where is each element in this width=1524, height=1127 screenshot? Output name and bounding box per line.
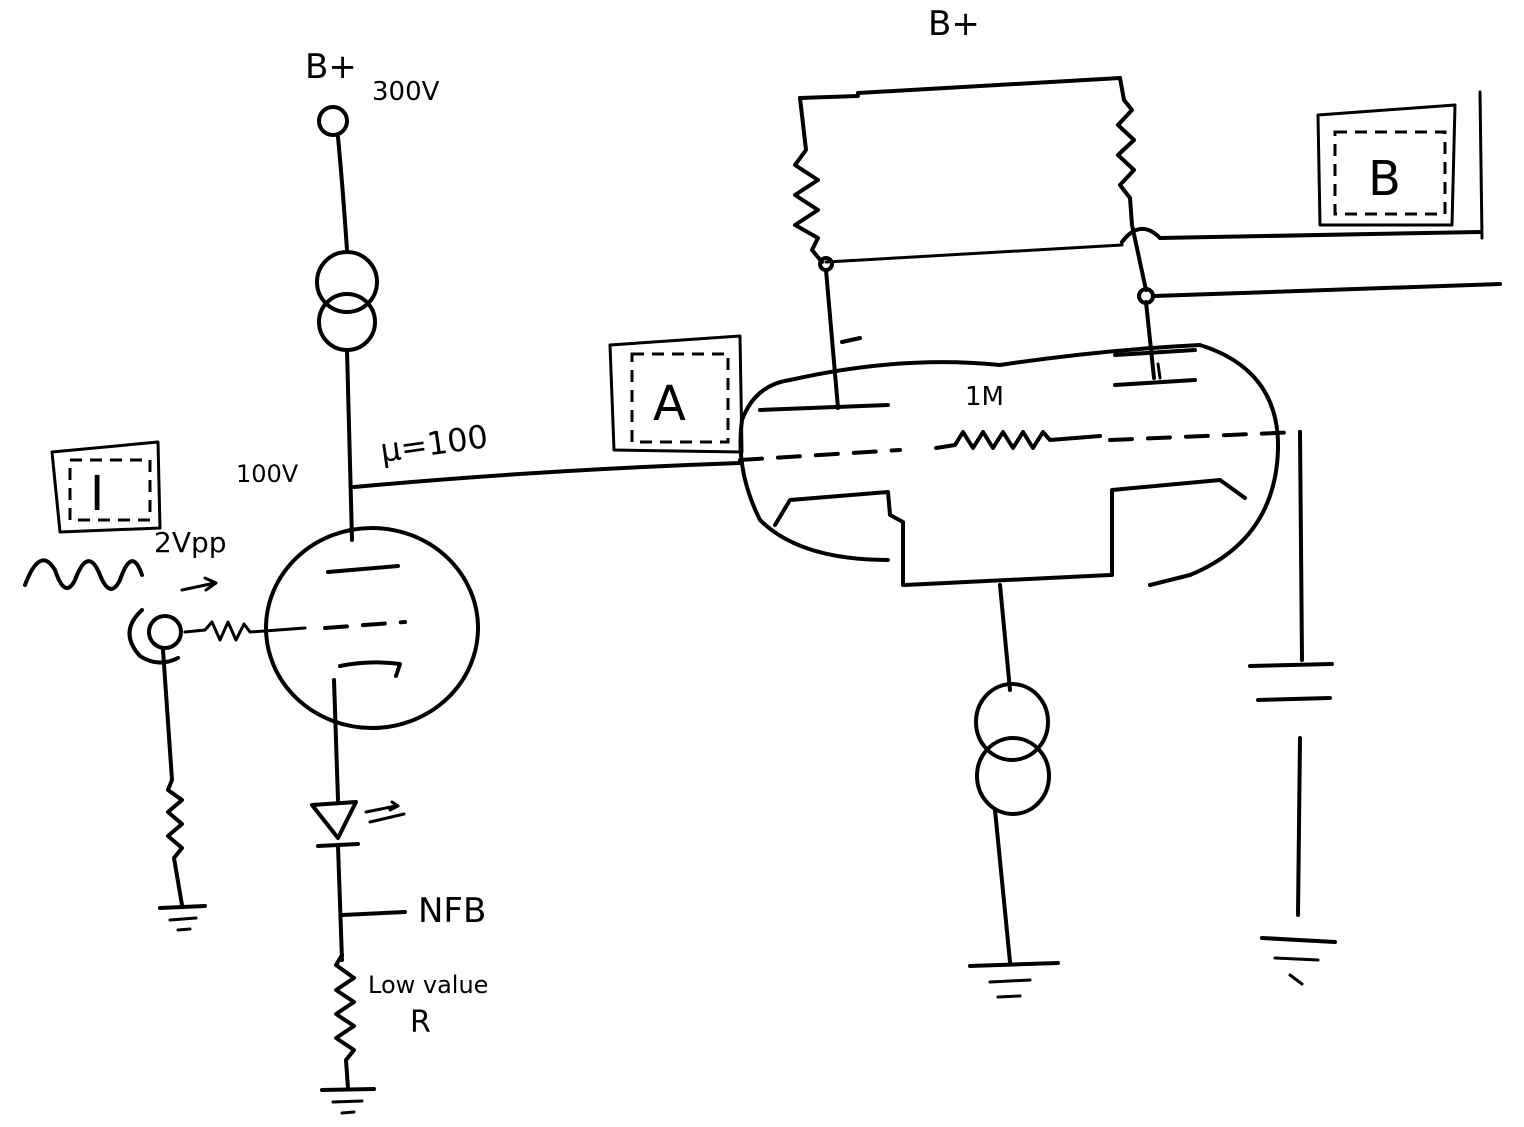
ground-symbol-tail (968, 961, 1060, 999)
bplus-left-voltage: 300V (372, 77, 440, 107)
double-triode (738, 343, 1281, 587)
arrow-icon (180, 576, 218, 592)
mu-label: μ=100 (378, 417, 490, 470)
right-stage: B+ 1M (738, 4, 1502, 999)
ground-symbol-cathode (320, 1087, 376, 1115)
bplus-left-label: B+ (305, 47, 357, 87)
nfb-label: NFB (418, 891, 486, 931)
plate-voltage-label: 100V (236, 460, 299, 488)
input-box: I (50, 440, 162, 534)
led-icon (310, 800, 406, 848)
triode-left (264, 526, 480, 730)
input-jack (147, 614, 183, 650)
sine-wave-icon (23, 558, 144, 591)
svg-text:A: A (653, 376, 686, 432)
cathode-resistor-r-label: R (410, 1005, 431, 1040)
ground-symbol-cap (1260, 936, 1337, 986)
svg-text:B: B (1368, 151, 1401, 207)
input-signal-label: 2Vpp (154, 526, 227, 559)
capacitor-icon (1248, 662, 1334, 702)
left-stage: B+ 300V 100V μ=100 2V (23, 47, 742, 1115)
svg-text:I: I (90, 466, 104, 522)
node-b-box: B (1316, 90, 1484, 240)
current-source-right (974, 682, 1051, 816)
cathode-resistor-label: Low value (368, 971, 488, 999)
bplus-right-label: B+ (928, 4, 980, 44)
ground-symbol-input (158, 904, 207, 932)
bplus-left-terminal (317, 105, 349, 137)
current-source-left (315, 250, 379, 352)
node-a-box: A (608, 334, 744, 454)
grid-resistor-label: 1M (965, 382, 1004, 412)
